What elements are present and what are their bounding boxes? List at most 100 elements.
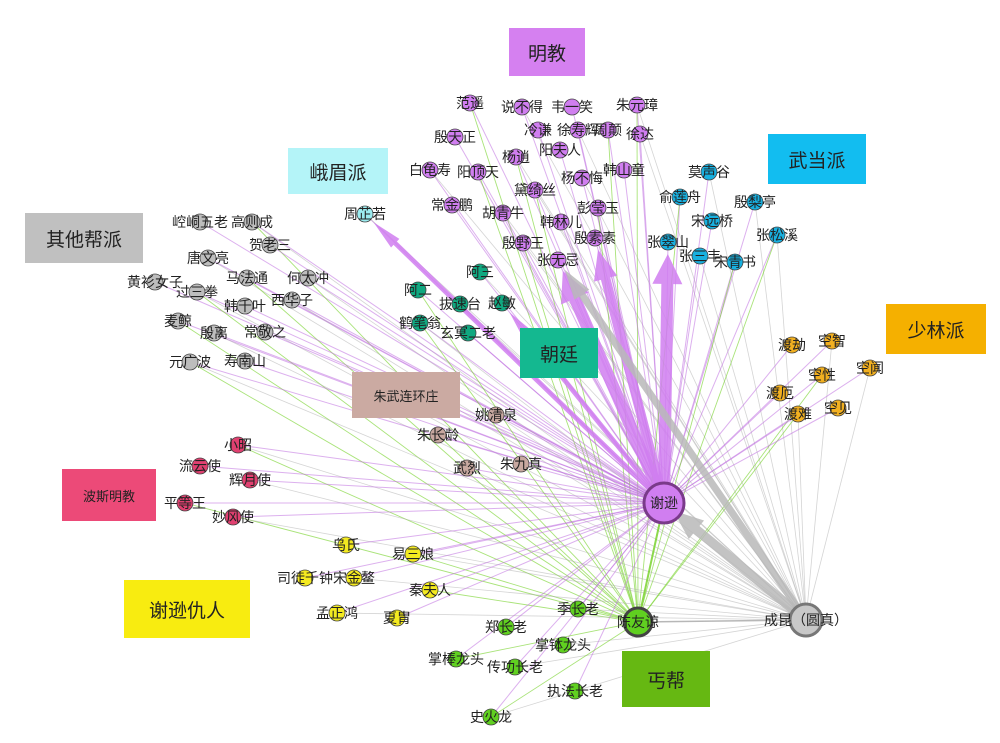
node-circle[interactable]: [469, 163, 487, 181]
node[interactable]: 韩千叶: [224, 297, 266, 315]
node-circle[interactable]: [181, 353, 199, 371]
node-circle[interactable]: [421, 581, 439, 599]
node-circle[interactable]: [506, 658, 524, 676]
node[interactable]: 韩林儿: [540, 213, 582, 231]
node[interactable]: 陈友谅: [617, 606, 659, 638]
node-circle[interactable]: [296, 569, 314, 587]
node-circle[interactable]: [451, 295, 469, 313]
node[interactable]: 寿南山: [224, 352, 266, 370]
node[interactable]: 徐达: [626, 125, 654, 143]
node[interactable]: 夏胄: [383, 609, 411, 627]
node-circle[interactable]: [238, 269, 256, 287]
node[interactable]: 高则成: [231, 213, 273, 231]
node-circle[interactable]: [146, 273, 164, 291]
node[interactable]: 常金鹏: [431, 196, 473, 214]
node[interactable]: 杨逍: [502, 148, 530, 166]
node-circle[interactable]: [443, 196, 461, 214]
node[interactable]: 周颠: [594, 121, 622, 139]
node-circle[interactable]: [176, 494, 194, 512]
node[interactable]: 掌棒龙头: [428, 650, 484, 668]
node[interactable]: 黛绮丝: [514, 181, 556, 199]
node[interactable]: 妙风使: [212, 508, 254, 526]
node[interactable]: 空性: [808, 366, 836, 384]
node-circle[interactable]: [563, 98, 581, 116]
node-circle[interactable]: [513, 98, 531, 116]
node[interactable]: 空见: [824, 399, 852, 417]
node-circle[interactable]: [388, 609, 406, 627]
node[interactable]: 鹤笔翁: [399, 314, 441, 332]
node[interactable]: 麦鲸: [164, 312, 192, 330]
node-circle[interactable]: [283, 291, 301, 309]
node-circle[interactable]: [569, 121, 587, 139]
node[interactable]: 成昆（圆真）: [764, 602, 848, 638]
node-circle[interactable]: [771, 384, 789, 402]
node[interactable]: 张无忌: [537, 251, 579, 269]
node[interactable]: 朱元璋: [616, 96, 658, 114]
node-circle[interactable]: [671, 188, 689, 206]
node-circle[interactable]: [188, 283, 206, 301]
node-circle[interactable]: [337, 536, 355, 554]
node-circle[interactable]: [659, 233, 677, 251]
node-circle[interactable]: [191, 213, 209, 231]
node-circle[interactable]: [768, 226, 786, 244]
node-circle[interactable]: [471, 263, 489, 281]
node[interactable]: 白龟寿: [409, 161, 451, 179]
node-circle[interactable]: [622, 606, 654, 638]
node[interactable]: 传功长老: [487, 658, 543, 676]
node-circle[interactable]: [813, 366, 831, 384]
node[interactable]: 掌钵龙头: [535, 636, 591, 654]
node[interactable]: 杨不悔: [561, 169, 603, 187]
node[interactable]: 何太冲: [287, 269, 329, 287]
node-circle[interactable]: [829, 399, 847, 417]
node[interactable]: 赵敏: [488, 294, 516, 312]
node-circle[interactable]: [447, 650, 465, 668]
node-circle[interactable]: [241, 471, 259, 489]
node-circle[interactable]: [256, 323, 274, 341]
node-circle[interactable]: [236, 352, 254, 370]
node[interactable]: 司徒千钟: [277, 569, 333, 587]
node-circle[interactable]: [529, 121, 547, 139]
node[interactable]: 范遥: [456, 94, 484, 112]
node[interactable]: 玄冥二老: [440, 324, 496, 342]
node-circle[interactable]: [458, 459, 476, 477]
node-circle[interactable]: [700, 163, 718, 181]
node-circle[interactable]: [429, 426, 447, 444]
node[interactable]: 徐寿辉: [557, 121, 599, 139]
node[interactable]: 黄衫女子: [127, 273, 183, 291]
node[interactable]: 崆峒五老: [172, 213, 228, 231]
node-circle[interactable]: [224, 508, 242, 526]
node-circle[interactable]: [788, 602, 824, 638]
node[interactable]: 常敬之: [244, 323, 286, 341]
node-circle[interactable]: [599, 121, 617, 139]
node[interactable]: 周芷若: [344, 205, 386, 223]
node[interactable]: 阿二: [404, 281, 432, 299]
node-circle[interactable]: [861, 359, 879, 377]
node[interactable]: 郑长老: [485, 618, 527, 636]
node[interactable]: 空闻: [856, 359, 884, 377]
node[interactable]: 西华子: [271, 291, 313, 309]
node-circle[interactable]: [421, 161, 439, 179]
node[interactable]: 宋远桥: [691, 212, 733, 230]
node-circle[interactable]: [461, 94, 479, 112]
node-circle[interactable]: [586, 229, 604, 247]
node-circle[interactable]: [589, 199, 607, 217]
node[interactable]: 俞莲舟: [659, 188, 701, 206]
node-circle[interactable]: [497, 618, 515, 636]
node-circle[interactable]: [487, 406, 505, 424]
node-circle[interactable]: [494, 204, 512, 222]
node[interactable]: 说不得: [501, 98, 543, 116]
node[interactable]: 朱九真: [500, 455, 542, 473]
node-circle[interactable]: [493, 294, 511, 312]
node[interactable]: 殷素素: [574, 229, 616, 247]
node[interactable]: 拔速台: [439, 295, 481, 313]
node-circle[interactable]: [356, 205, 374, 223]
node[interactable]: 史火龙: [470, 708, 512, 726]
node[interactable]: 朱长龄: [417, 426, 459, 444]
node-circle[interactable]: [551, 141, 569, 159]
node-circle[interactable]: [642, 481, 686, 525]
node-circle[interactable]: [552, 213, 570, 231]
node-circle[interactable]: [459, 324, 477, 342]
node-circle[interactable]: [404, 545, 422, 563]
node[interactable]: 易三娘: [392, 545, 434, 563]
node-circle[interactable]: [746, 193, 764, 211]
